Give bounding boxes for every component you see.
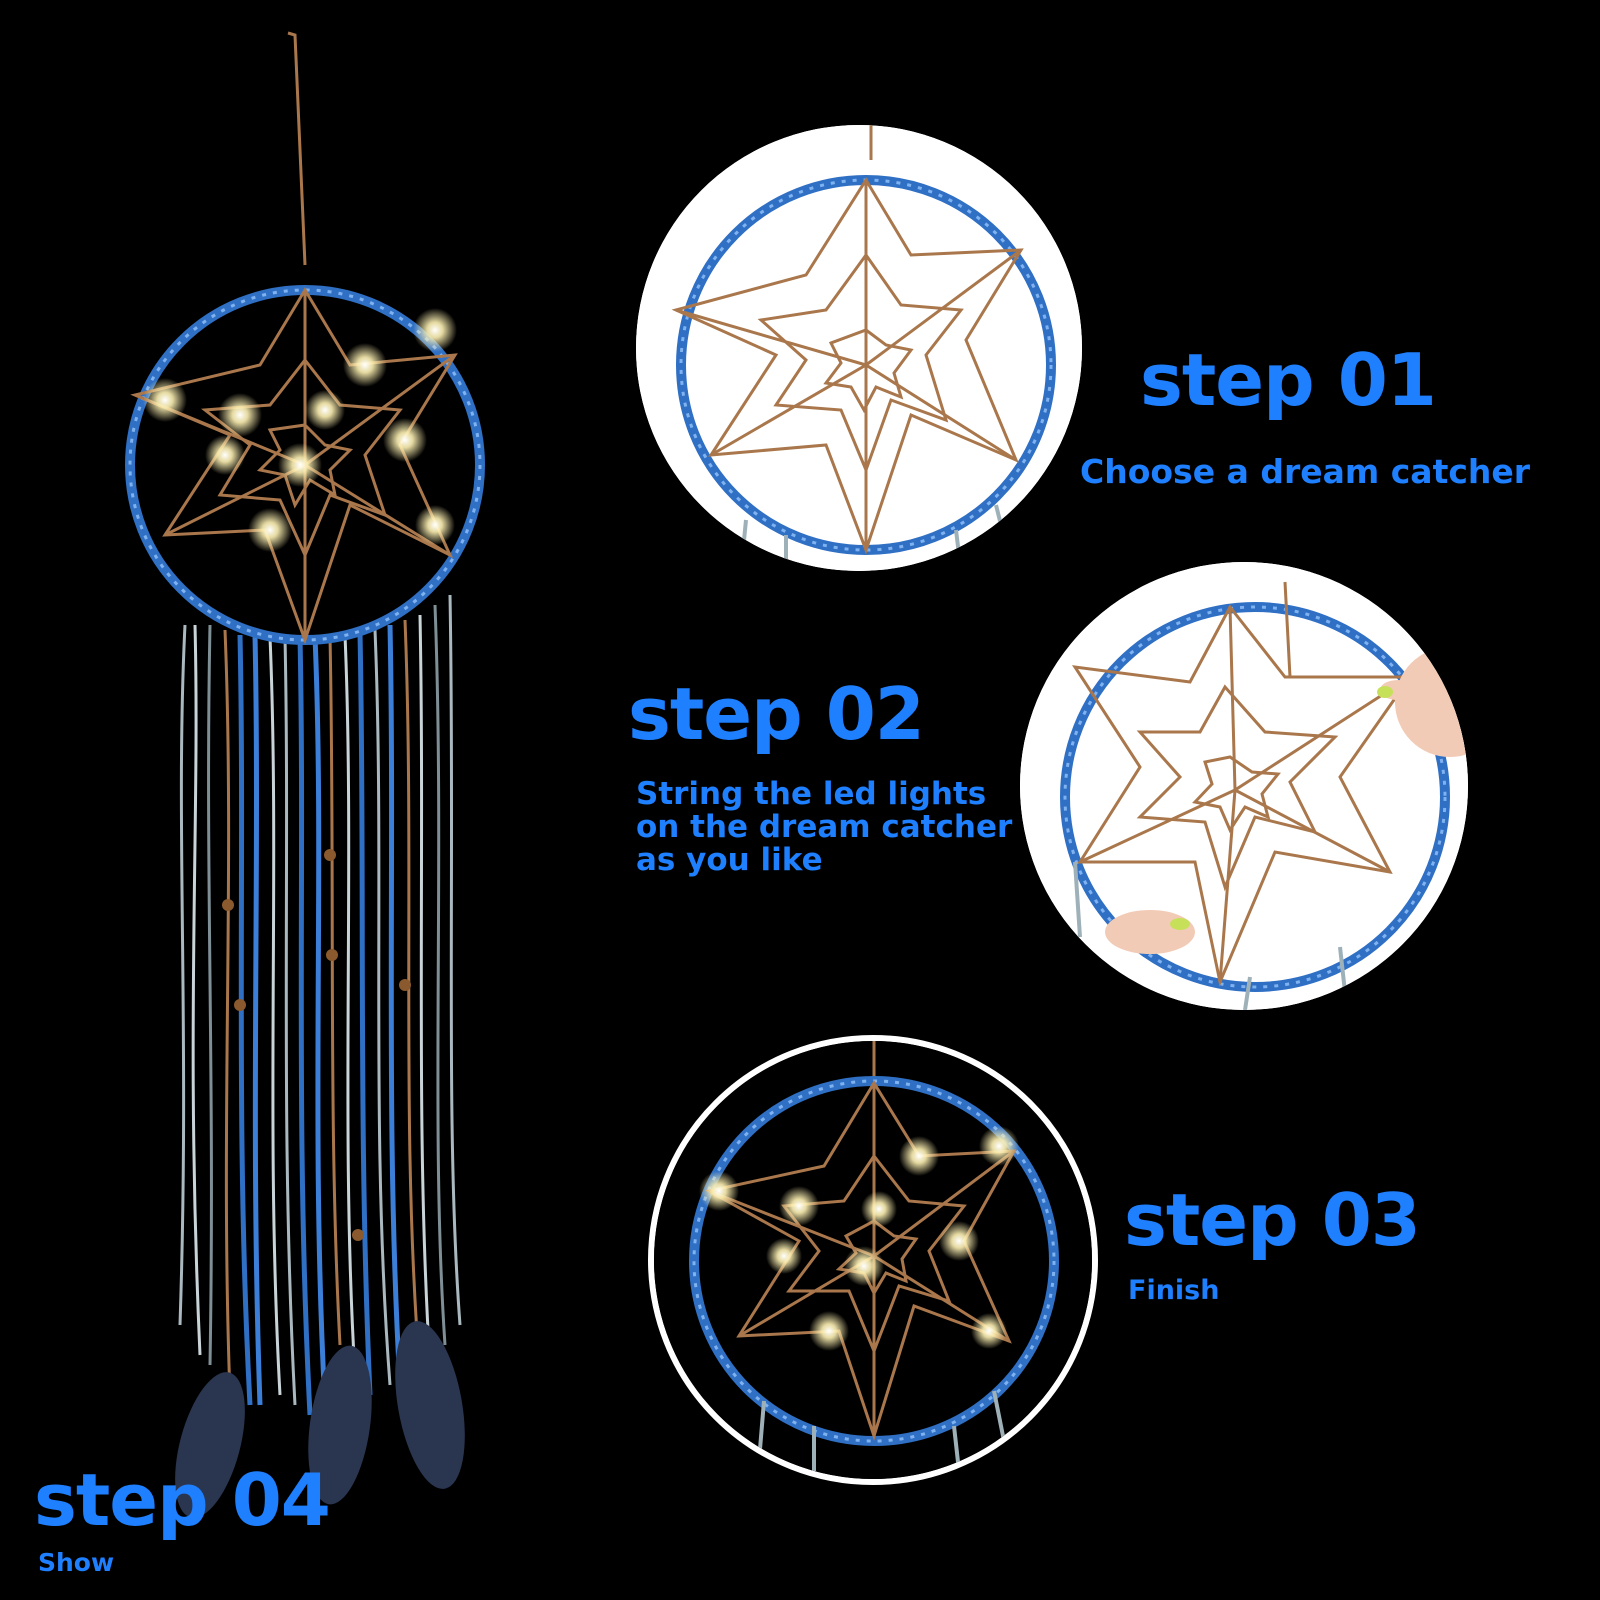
step-03-image bbox=[648, 1035, 1098, 1485]
step-03-description: Finish bbox=[1128, 1275, 1220, 1306]
feather-icon bbox=[175, 1321, 465, 1518]
step-03-title: step 03 bbox=[1124, 1178, 1421, 1262]
step-04-description: Show bbox=[38, 1548, 115, 1577]
led-light-icon bbox=[143, 308, 457, 552]
dream-catcher-show-image bbox=[100, 25, 530, 1570]
led-light-icon bbox=[699, 1126, 1019, 1351]
step-01-image bbox=[636, 125, 1082, 571]
dream-catcher-image bbox=[125, 31, 485, 1518]
step-04-title: step 04 bbox=[34, 1458, 331, 1542]
step-02-image bbox=[1020, 562, 1468, 1010]
step-01-title: step 01 bbox=[1140, 338, 1437, 422]
step-01-description: Choose a dream catcher bbox=[1080, 452, 1531, 491]
step-02-title: step 02 bbox=[628, 672, 925, 756]
step-02-description: String the led lights on the dream catch… bbox=[636, 776, 1013, 878]
